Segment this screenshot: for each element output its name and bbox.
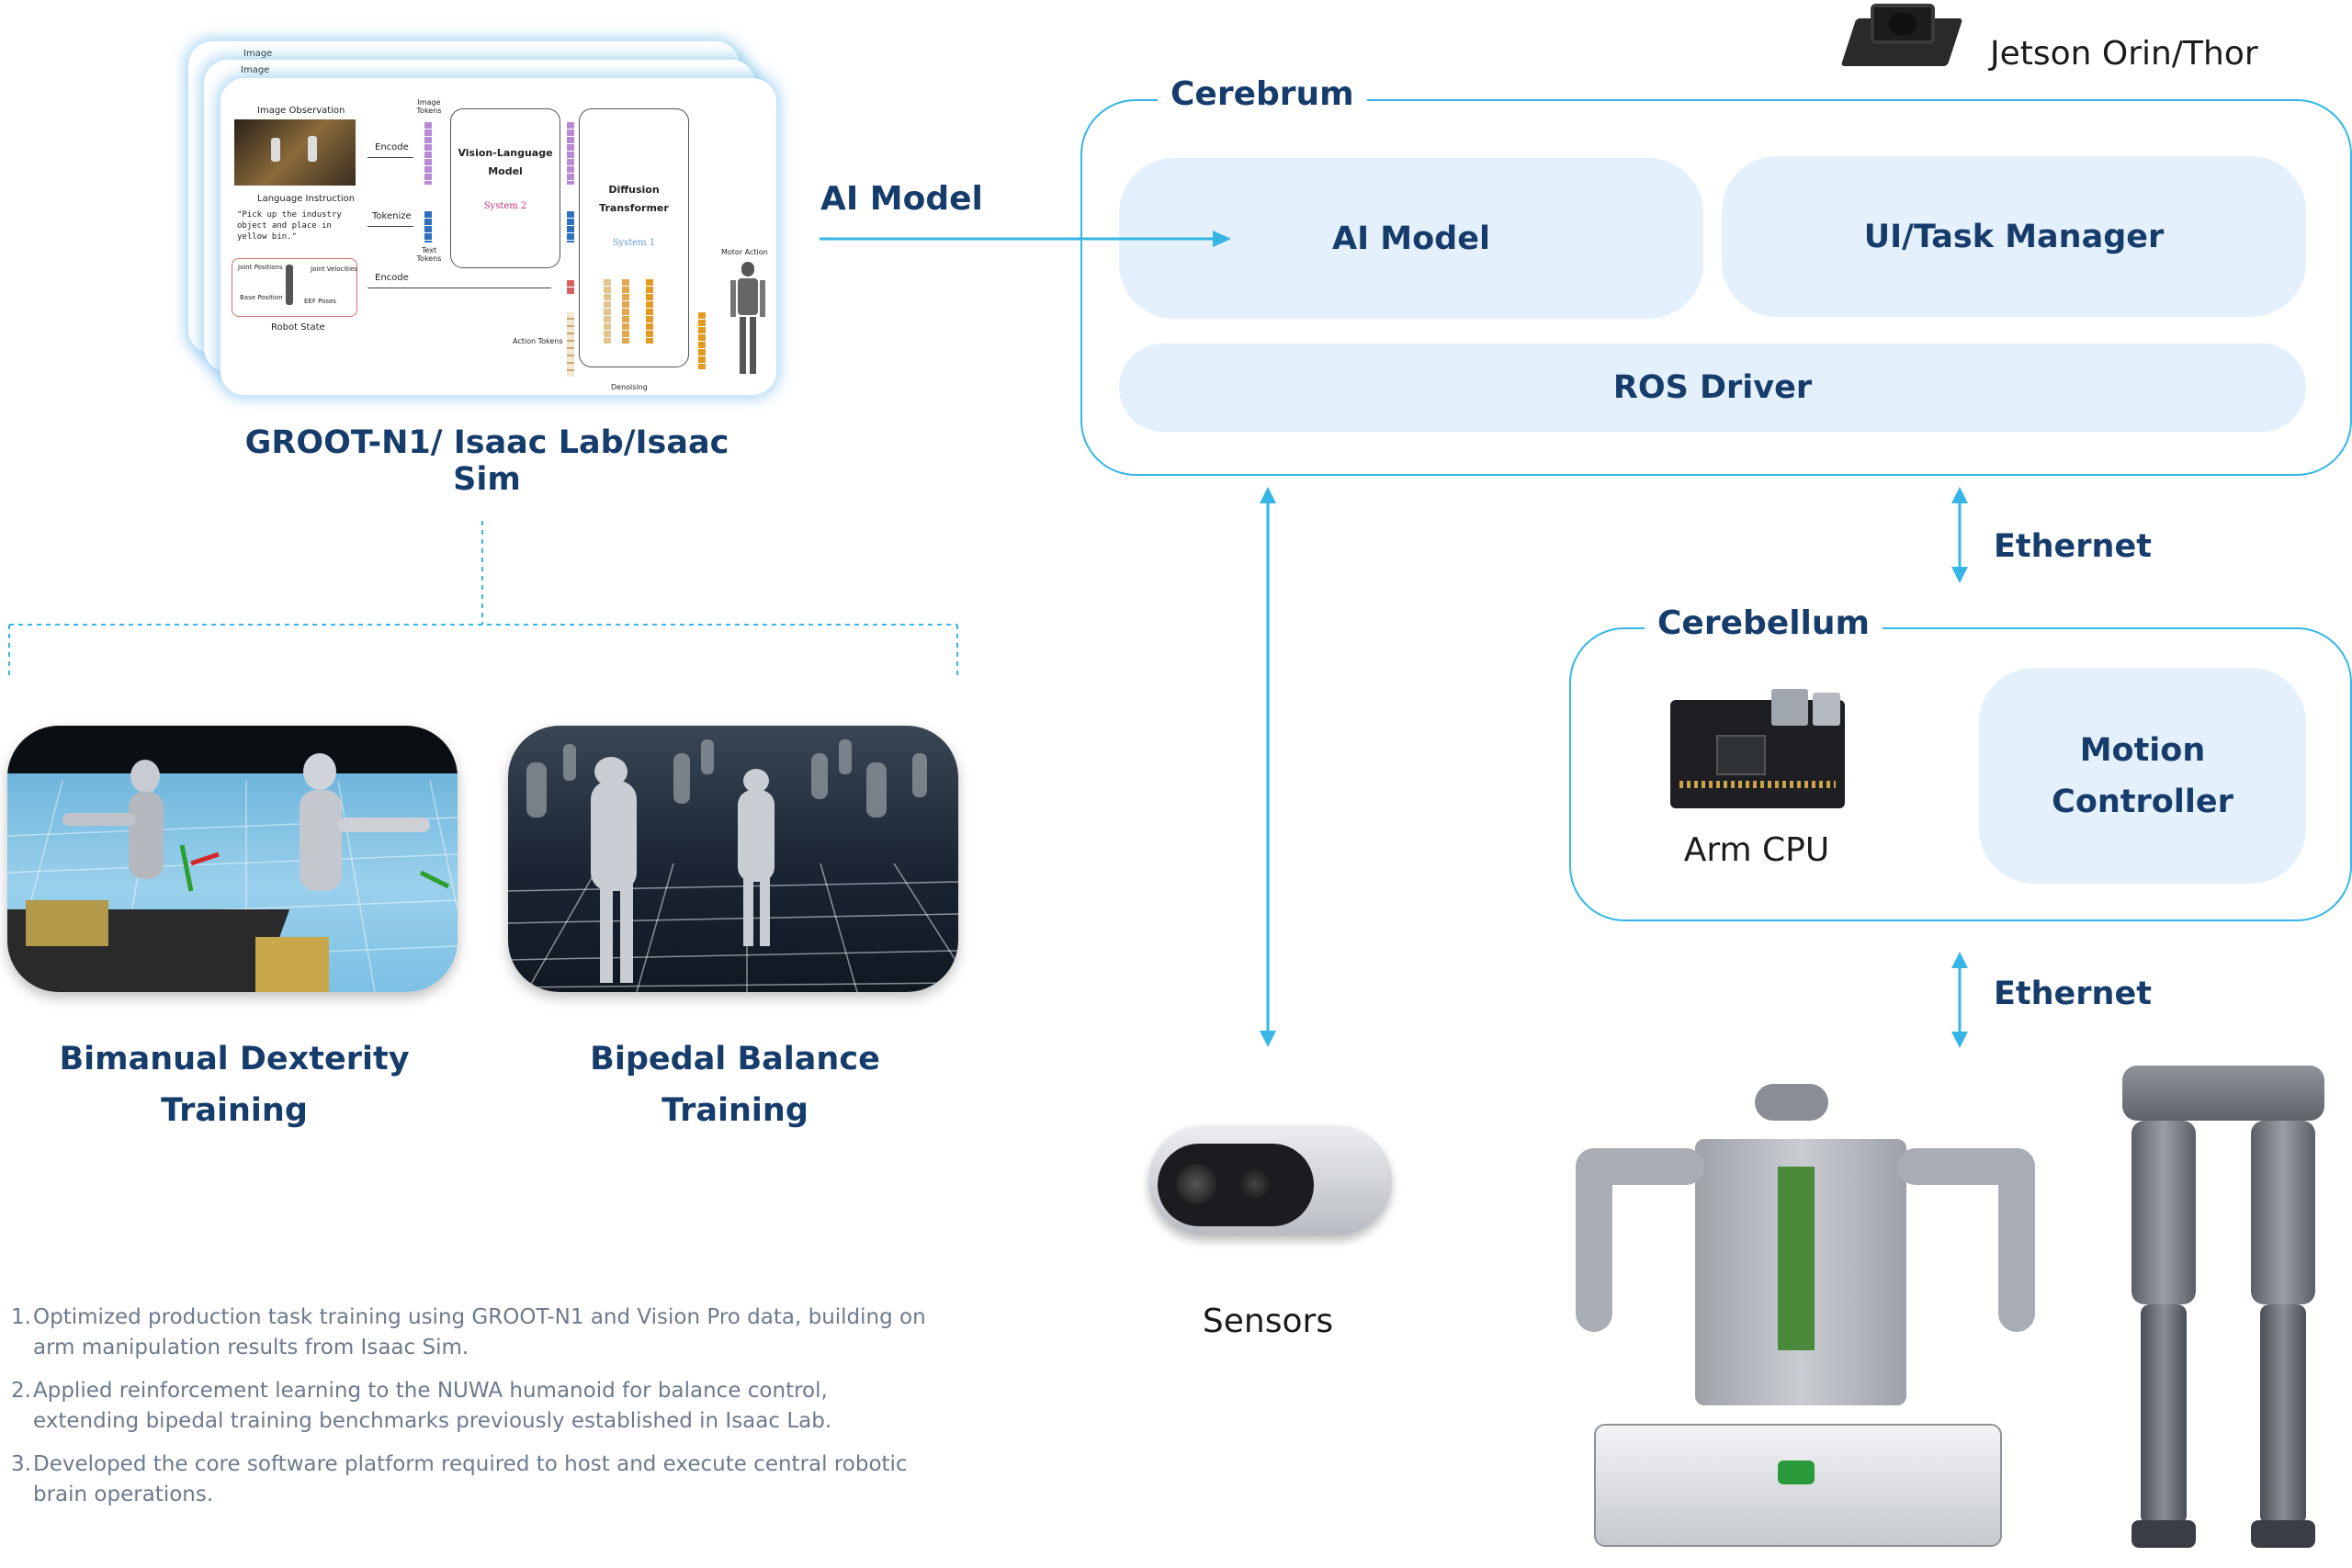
notes-list: 1.Optimized production task training usi… xyxy=(11,1303,939,1523)
system2-label: System 2 xyxy=(483,201,527,211)
encode2-label: Encode xyxy=(375,273,409,283)
image-observation-label: Image Observation xyxy=(257,106,345,116)
ethernet-bottom-arrow xyxy=(1951,952,1968,1048)
vlm-out-text-tokens xyxy=(567,211,574,243)
jetson-label: Jetson Orin/Thor xyxy=(1990,35,2258,73)
note-text: Applied reinforcement learning to the NU… xyxy=(33,1379,832,1433)
ethernet-bottom-label: Ethernet xyxy=(1994,976,2152,1012)
ai-model-arrow-label: AI Model xyxy=(820,180,983,218)
figure-front-card: Image Observation Language Instruction "… xyxy=(220,78,776,395)
joint-positions-label: Joint Positions xyxy=(238,264,283,271)
note-item: 2.Applied reinforcement learning to the … xyxy=(11,1376,939,1437)
bimanual-caption-line1: Bimanual Dexterity xyxy=(59,1041,410,1077)
note-item: 3.Developed the core software platform r… xyxy=(11,1450,939,1510)
motion-controller-line2: Controller xyxy=(2052,783,2233,820)
ai-model-arrow-tip xyxy=(1119,231,1231,247)
encode-arrow xyxy=(368,157,413,158)
action-tokens xyxy=(567,312,574,377)
denoise-tokens xyxy=(604,279,611,344)
groot-title: GROOT-N1/ Isaac Lab/Isaac Sim xyxy=(244,424,729,498)
state-tokens xyxy=(567,280,574,295)
observation-image xyxy=(234,119,356,186)
text-tokens xyxy=(424,211,432,243)
arm-cpu-label: Arm CPU xyxy=(1683,831,1830,869)
robot-state-label: Robot State xyxy=(271,322,325,333)
system1-label: System 1 xyxy=(612,238,656,248)
arm-cpu-board-icon xyxy=(1670,689,1845,808)
bipedal-caption-line1: Bipedal Balance xyxy=(590,1041,880,1077)
note-text: Optimized production task training using… xyxy=(33,1305,926,1359)
vlm-out-image-tokens xyxy=(567,122,574,185)
vlm-box: Vision-Language Model System 2 xyxy=(450,108,560,268)
note-number: 2. xyxy=(11,1379,31,1403)
cerebellum-title: Cerebellum xyxy=(1645,604,1883,642)
note-number: 3. xyxy=(11,1452,31,1476)
back-label: Image xyxy=(241,65,270,75)
bimanual-caption-line2: Training xyxy=(161,1092,308,1129)
vlm-label: Vision-Language Model xyxy=(458,147,553,177)
sensors-arrow xyxy=(1260,487,1276,1047)
base-position-label: Base Position xyxy=(240,294,283,301)
note-text: Developed the core software platform req… xyxy=(33,1452,908,1506)
jetson-board-icon xyxy=(1840,2,1963,73)
image-tokens xyxy=(424,122,432,185)
cerebrum-ros-driver: ROS Driver xyxy=(1119,344,2306,432)
cerebrum-title: Cerebrum xyxy=(1158,75,1367,113)
robot-state-figure xyxy=(286,265,293,305)
dit-box: Diffusion Transformer System 1 xyxy=(579,108,689,367)
bimanual-sim-image xyxy=(7,726,458,992)
cerebrum-ui-task-manager: UI/Task Manager xyxy=(1722,156,2306,317)
legs-robot-image xyxy=(2113,1066,2334,1557)
text-tokens-label: Text Tokens xyxy=(416,246,442,263)
tokenize-label: Tokenize xyxy=(372,211,412,221)
encode-label: Encode xyxy=(375,142,409,152)
upper-body-robot-image xyxy=(1576,1084,2035,1557)
training-bracket xyxy=(8,521,958,680)
cerebellum-frame xyxy=(1569,627,2352,921)
depth-camera-icon xyxy=(1148,1107,1392,1268)
language-instruction-label: Language Instruction xyxy=(257,194,356,204)
bipedal-caption-line2: Training xyxy=(662,1092,808,1129)
motion-controller-line1: Motion xyxy=(2079,731,2206,769)
robot-state-box: Joint Positions Joint Velocities Base Po… xyxy=(232,258,357,317)
back-label: Image xyxy=(243,49,273,59)
output-action-tokens xyxy=(698,312,706,369)
action-tokens-label: Action Tokens xyxy=(513,337,563,345)
ethernet-top-label: Ethernet xyxy=(1994,528,2152,565)
humanoid-figure xyxy=(730,262,765,377)
dit-label: Diffusion Transformer xyxy=(599,184,669,214)
bipedal-sim-image xyxy=(508,726,958,992)
cerebrum-frame xyxy=(1080,99,2352,476)
motor-action-label: Motor Action xyxy=(721,248,768,256)
note-number: 1. xyxy=(11,1305,31,1329)
instruction-text: "Pick up the industry object and place i… xyxy=(237,210,342,242)
eef-poses-label: EEF Poses xyxy=(304,298,336,305)
denoise-tokens xyxy=(646,279,653,344)
image-tokens-label: Image Tokens xyxy=(416,98,442,115)
joint-velocities-label: Joint Velocities xyxy=(311,265,357,273)
tokenize-arrow xyxy=(368,226,413,227)
bipedal-caption: Bipedal Balance Training xyxy=(528,1033,942,1136)
ethernet-top-arrow xyxy=(1951,487,1968,583)
note-item: 1.Optimized production task training usi… xyxy=(11,1303,939,1363)
denoising-label: Denoising xyxy=(611,383,648,391)
denoise-tokens xyxy=(622,279,629,344)
bimanual-caption: Bimanual Dexterity Training xyxy=(28,1033,441,1136)
motion-controller: Motion Controller xyxy=(1979,668,2306,884)
sensors-label: Sensors xyxy=(1202,1303,1334,1340)
